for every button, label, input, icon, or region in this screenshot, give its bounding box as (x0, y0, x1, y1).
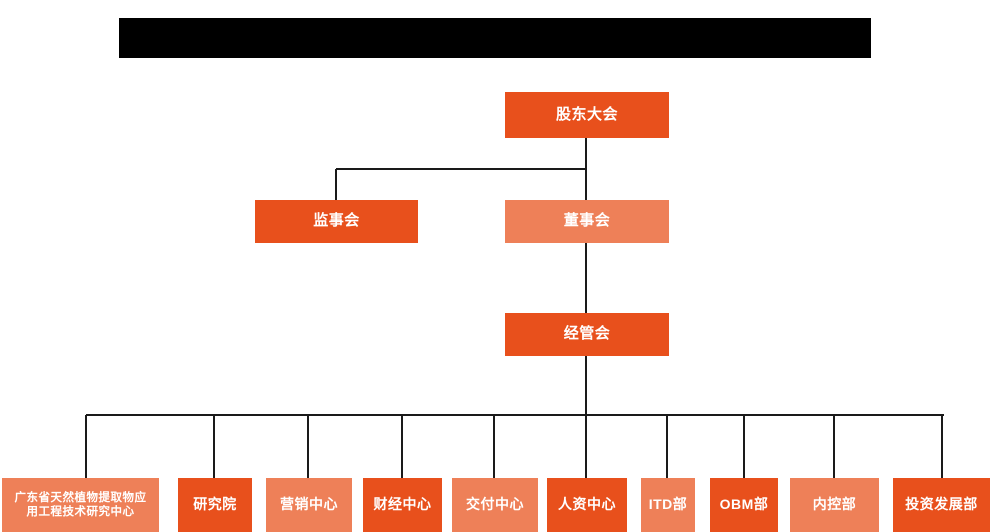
node-board-of-supervisors[interactable]: 监事会 (255, 200, 418, 243)
node-department-3[interactable]: 营销中心 (266, 478, 352, 532)
node-department-6[interactable]: 人资中心 (547, 478, 627, 532)
dept-drop-8 (743, 415, 745, 478)
supervisors-directors-bar (336, 168, 587, 170)
department-label: 研究院 (193, 496, 237, 513)
department-label: 内控部 (812, 496, 857, 513)
department-label-line: 广东省天然植物提取物应 (14, 491, 147, 504)
dept-drop-1 (85, 415, 87, 478)
department-label-line: 用工程技术研究中心 (26, 506, 135, 518)
node-department-5[interactable]: 交付中心 (452, 478, 538, 532)
dept-drop-10 (941, 415, 943, 478)
department-bus-bar (86, 414, 944, 416)
redacted-title-bar (119, 18, 871, 58)
node-department-10[interactable]: 投资发展部 (893, 478, 990, 532)
department-label: ITD部 (648, 496, 688, 513)
dept-drop-6 (585, 415, 587, 478)
department-label: 财经中心 (373, 496, 432, 513)
department-label: OBM部 (719, 496, 769, 513)
node-department-9[interactable]: 内控部 (790, 478, 879, 532)
shareholders-down-stub (585, 138, 587, 170)
dept-drop-7 (666, 415, 668, 478)
dept-drop-2 (213, 415, 215, 478)
node-department-2[interactable]: 研究院 (178, 478, 252, 532)
node-department-4[interactable]: 财经中心 (363, 478, 442, 532)
node-board-of-directors[interactable]: 董事会 (505, 200, 669, 243)
dept-drop-5 (493, 415, 495, 478)
dept-drop-4 (401, 415, 403, 478)
node-management-committee[interactable]: 经管会 (505, 313, 669, 356)
node-department-7[interactable]: ITD部 (641, 478, 695, 532)
department-label: 营销中心 (280, 496, 338, 513)
department-label: 人资中心 (558, 496, 616, 513)
node-department-8[interactable]: OBM部 (710, 478, 778, 532)
department-label: 投资发展部 (905, 496, 978, 513)
management-down-stub (585, 356, 587, 415)
directors-to-management (585, 243, 587, 314)
node-department-1[interactable]: 广东省天然植物提取物应用工程技术研究中心 (2, 478, 159, 532)
department-label: 交付中心 (466, 496, 524, 513)
directors-drop (585, 169, 587, 201)
dept-drop-9 (833, 415, 835, 478)
node-shareholders-meeting[interactable]: 股东大会 (505, 92, 669, 138)
dept-drop-3 (307, 415, 309, 478)
supervisors-drop (335, 169, 337, 201)
